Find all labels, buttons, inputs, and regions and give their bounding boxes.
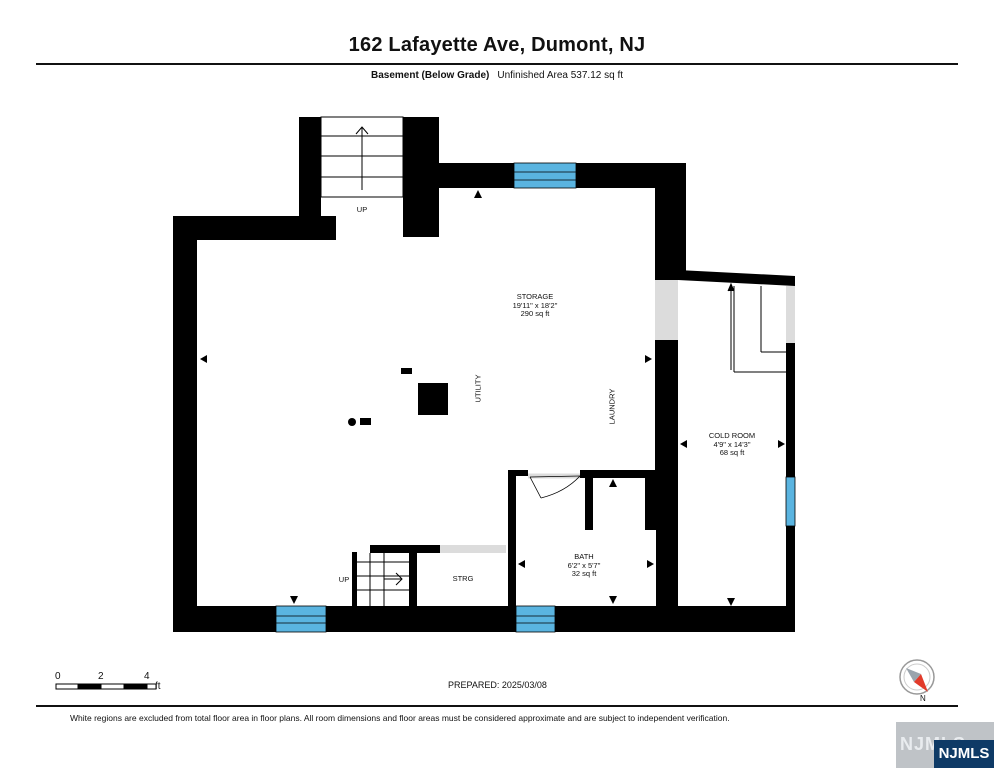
- utility-unit: [418, 383, 448, 415]
- room-bath-dims: 6'2" x 5'7": [567, 560, 601, 570]
- prepared-date: PREPARED: 2025/03/08: [448, 680, 547, 690]
- window-cold-room: [785, 476, 796, 527]
- room-bath-name: BATH: [574, 552, 594, 561]
- stairs-top-label: UP: [356, 205, 368, 214]
- wall-bath-top-right: [580, 470, 678, 478]
- room-bath: BATH 6'2" x 5'7" 32 sq ft: [549, 552, 619, 579]
- floor-area: Unfinished Area 537.12 sq ft: [497, 70, 623, 81]
- utility-meter: [360, 418, 371, 425]
- opening-cold-room: [655, 280, 678, 340]
- stairs-bottom-label: UP: [338, 575, 350, 584]
- njmls-logo: NJMLS: [934, 740, 994, 768]
- utility-vent: [401, 368, 412, 374]
- wall-cold-right: [786, 343, 795, 606]
- floor-name: Basement (Below Grade): [370, 70, 490, 81]
- scale-unit: ft: [155, 681, 161, 692]
- page-title: 162 Lafayette Ave, Dumont, NJ: [348, 34, 646, 56]
- wall-stair-left: [299, 117, 321, 240]
- wall-stair-bottom-left: [352, 552, 357, 606]
- window-top: [513, 162, 577, 189]
- compass: [899, 659, 935, 695]
- scale-tick-4: 4: [144, 671, 150, 682]
- laundry-label: LAUNDRY: [607, 388, 617, 425]
- scale-tick-2: 2: [98, 671, 104, 682]
- wall-left: [173, 216, 197, 632]
- room-cold: COLD ROOM 4'9" x 14'3" 68 sq ft: [697, 431, 767, 458]
- stairs-bottom: [357, 553, 409, 606]
- wall-bath-stub: [585, 478, 593, 530]
- wall-right-upper: [655, 163, 686, 280]
- floor-summary: Basement (Below Grade) Unfinished Area 53…: [0, 70, 994, 81]
- room-storage-dims: 19'11" x 18'2": [512, 300, 558, 310]
- room-storage-area: 290 sq ft: [520, 309, 550, 318]
- window-bath: [515, 605, 556, 633]
- windows: [275, 162, 796, 633]
- wall-right-mid: [655, 340, 678, 470]
- dimension-arrows: [200, 190, 785, 606]
- room-cold-name: COLD ROOM: [708, 431, 756, 440]
- room-cold-dims: 4'9" x 14'3": [713, 439, 751, 449]
- room-cold-area: 68 sq ft: [719, 448, 745, 457]
- stairs-cold-room: [727, 282, 786, 373]
- header-rule: [36, 63, 958, 65]
- wall-bottom: [173, 606, 795, 632]
- bath-door: [528, 473, 581, 499]
- scale-bar: [55, 683, 157, 690]
- room-bath-area: 32 sq ft: [571, 569, 597, 578]
- utility-pipe: [348, 418, 356, 426]
- wall-right-lower: [645, 470, 678, 530]
- walls: [173, 117, 795, 632]
- disclaimer: White regions are excluded from total fl…: [70, 713, 730, 723]
- wall-bath-top-left: [508, 470, 528, 476]
- strg-label: STRG: [452, 574, 474, 583]
- cold-opening-top: [786, 286, 795, 343]
- window-bottom-left: [275, 605, 327, 633]
- compass-label: N: [920, 694, 926, 703]
- stairs-top: [320, 116, 404, 198]
- opening-strg: [440, 545, 506, 553]
- utility-label: UTILITY: [473, 374, 483, 403]
- room-storage: STORAGE 19'11" x 18'2" 290 sq ft: [500, 292, 570, 319]
- wall-cold-top: [678, 270, 795, 286]
- wall-bath-left: [508, 470, 516, 632]
- wall-strg-left: [409, 553, 417, 606]
- footer-rule: [36, 705, 958, 707]
- wall-stair-bottom-top: [370, 545, 440, 553]
- scale-tick-0: 0: [55, 671, 61, 682]
- room-storage-name: STORAGE: [516, 292, 554, 301]
